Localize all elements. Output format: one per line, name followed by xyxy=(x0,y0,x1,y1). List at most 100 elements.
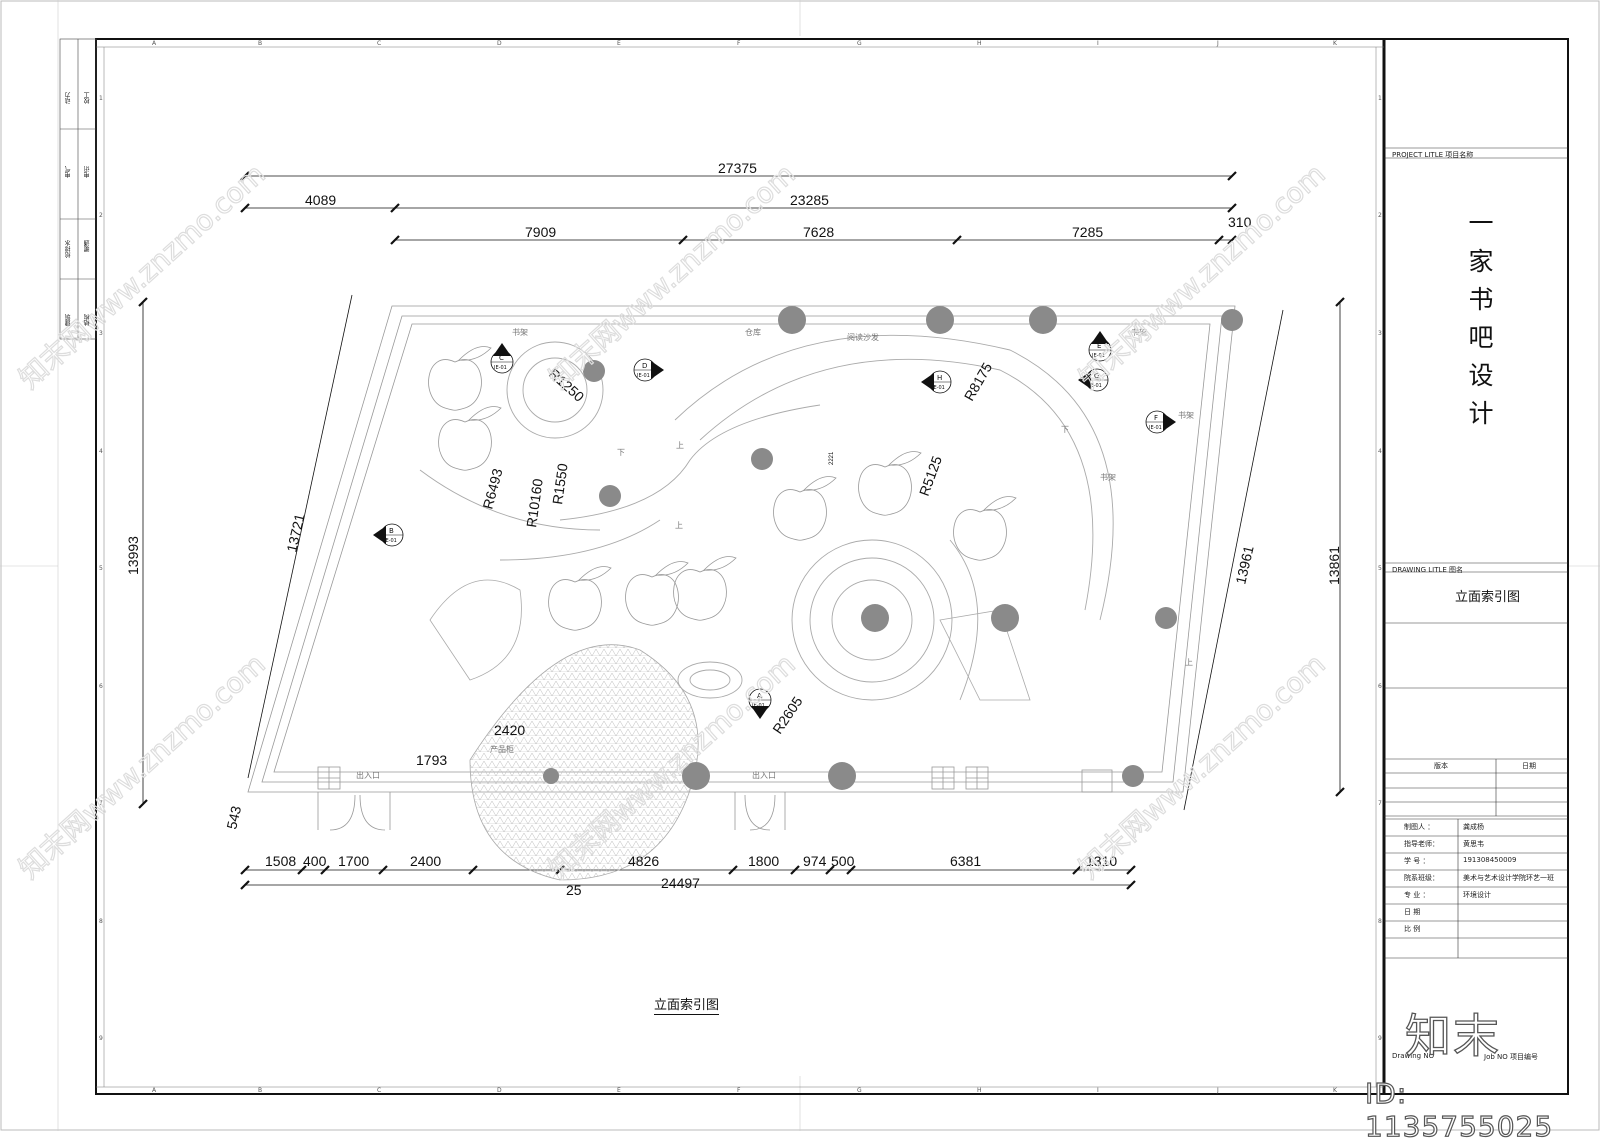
grid-number-left: 1 xyxy=(99,95,103,102)
project-title-char: 设 xyxy=(1468,361,1494,390)
column-marker xyxy=(861,604,889,632)
column-marker xyxy=(778,306,806,334)
elevation-tag-sheet: IE-01 xyxy=(494,365,507,371)
dimension-tick xyxy=(390,203,400,213)
dimension-tick xyxy=(1214,235,1224,245)
apple-motif xyxy=(673,556,737,621)
dimension-top-7628: 7628 xyxy=(803,224,834,240)
column-marker xyxy=(1122,765,1144,787)
elevation-tag-sheet: IE-01 xyxy=(384,538,397,544)
dimension-side-543: 543 xyxy=(223,804,244,831)
dimension-top-310: 310 xyxy=(1228,214,1252,230)
grid-letter-top: F xyxy=(737,40,741,47)
grid-letter-bottom: B xyxy=(258,1087,262,1094)
site-watermark: 知末网www.znzmo.com xyxy=(13,647,272,885)
room-label: 下 xyxy=(1061,425,1069,434)
dimension-tick xyxy=(378,865,388,875)
elevation-tag-letter: H xyxy=(937,374,942,382)
room-label: 仓库 xyxy=(745,327,761,337)
grid-letter-top: B xyxy=(258,40,262,47)
dimension-side-13861: 13861 xyxy=(1326,546,1342,585)
dimension-side-13993: 13993 xyxy=(125,536,141,575)
job-no-label: Job NO 项目编号 xyxy=(1484,1053,1538,1061)
apple-motif xyxy=(438,406,502,471)
apple-motif xyxy=(625,561,689,626)
elevation-tag-sheet: IE-01 xyxy=(1092,353,1105,359)
strip-label: 建筑 xyxy=(65,314,72,326)
drawing-title-label: DRAWING LITLE 图名 xyxy=(1392,566,1464,574)
dimension-inner-2221: 2221 xyxy=(829,451,835,465)
dimension-tick xyxy=(240,203,250,213)
dimension-tick xyxy=(320,865,330,875)
dimension-tick xyxy=(468,865,478,875)
grid-letter-bottom: K xyxy=(1333,1087,1338,1094)
column-marker xyxy=(1155,607,1177,629)
dimension-bottom-1700: 1700 xyxy=(338,853,369,869)
strip-label: 动力 xyxy=(65,92,72,104)
dimension-tick xyxy=(846,865,856,875)
grid-number-right: 6 xyxy=(1378,683,1382,690)
grid-letter-top: J xyxy=(1216,40,1219,47)
site-watermark: 知末网www.znzmo.com xyxy=(1073,157,1332,395)
dimension-inner-2420: 2420 xyxy=(494,722,525,738)
grid-number-left: 2 xyxy=(99,212,103,219)
tb-row-value: 美术与艺术设计学院环艺一班 xyxy=(1463,874,1554,882)
project-title-char: 吧 xyxy=(1468,323,1494,352)
elevation-tag-D: DIE-01 xyxy=(633,358,664,382)
dimension-inner-1793: 1793 xyxy=(416,752,447,768)
strip-label: 电讯 xyxy=(84,166,91,178)
room-label: 书架 xyxy=(1131,327,1147,337)
dimension-tick xyxy=(790,865,800,875)
dimension-tick xyxy=(1335,297,1345,307)
column-marker xyxy=(751,448,773,470)
elevation-tag-letter: F xyxy=(1154,414,1158,422)
radius-R8175: R8175 xyxy=(961,360,996,404)
room-label: 下 xyxy=(617,448,625,457)
grid-number-left: 8 xyxy=(99,918,103,925)
room-label: 产品柜 xyxy=(490,744,514,754)
elevation-tag-sheet: IE-01 xyxy=(1149,425,1162,431)
grid-letter-top: E xyxy=(617,40,621,47)
grid-letter-top: A xyxy=(152,40,157,47)
dimension-bottom-1800: 1800 xyxy=(748,853,779,869)
strip-label: 给排水 xyxy=(65,240,72,258)
dimension-tick xyxy=(240,865,250,875)
column-marker xyxy=(543,768,559,784)
dimension-top-7285: 7285 xyxy=(1072,224,1103,240)
watermark-id: ID: 1135755025 xyxy=(1364,1076,1554,1143)
tb-row-label: 院系班级： xyxy=(1404,874,1439,882)
grid-letter-bottom: F xyxy=(737,1087,741,1094)
room-label: 上 xyxy=(675,521,683,530)
dimension-tick xyxy=(1227,171,1237,181)
elevation-tag-G: GIE-01 xyxy=(1078,368,1109,392)
dimension-bottom-1508: 1508 xyxy=(265,853,296,869)
grid-number-right: 7 xyxy=(1378,800,1382,807)
grid-letter-bottom: H xyxy=(977,1087,982,1094)
elevation-tag-letter: G xyxy=(1094,372,1099,380)
elevation-tag-C: CIE-01 xyxy=(490,343,514,374)
apple-motif xyxy=(428,346,492,411)
site-watermark: 知末网www.znzmo.com xyxy=(543,157,802,395)
grid-letter-top: G xyxy=(857,40,862,47)
dimension-tick xyxy=(952,235,962,245)
tb-row-label: 指导老师： xyxy=(1404,840,1439,848)
plan-caption: 立面索引图 xyxy=(654,994,720,1015)
apple-motif xyxy=(773,476,837,541)
dimension-top-4089: 4089 xyxy=(305,192,336,208)
dimension-side-13721: 13721 xyxy=(283,512,307,554)
grid-number-right: 8 xyxy=(1378,918,1382,925)
strip-label: 校工 xyxy=(84,92,91,104)
tb-row-label: 学 号 ： xyxy=(1404,857,1430,865)
grid-letter-bottom: C xyxy=(377,1087,381,1094)
room-label: 书架 xyxy=(1178,410,1194,420)
dimension-bottom-2400: 2400 xyxy=(410,853,441,869)
room-label: 书架 xyxy=(512,327,528,337)
grid-letter-top: C xyxy=(377,40,381,47)
site-watermark: 知末网www.znzmo.com xyxy=(1073,647,1332,885)
column-marker xyxy=(1221,309,1243,331)
version-header: 版本 xyxy=(1434,762,1448,770)
radius-R1550: R1550 xyxy=(549,462,571,505)
